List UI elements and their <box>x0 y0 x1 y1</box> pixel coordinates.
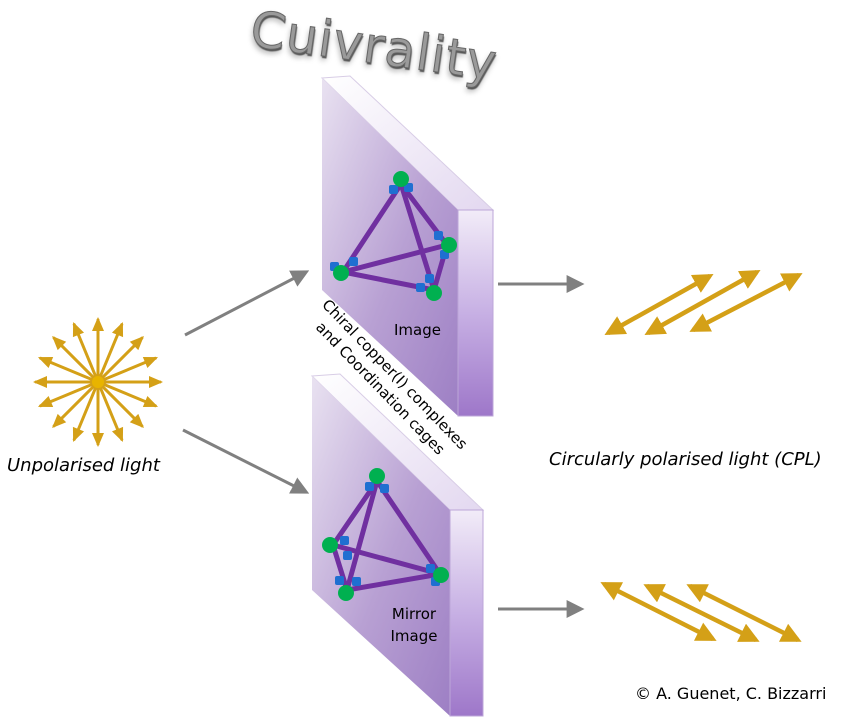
starburst-arrowhead <box>33 376 47 388</box>
starburst-center <box>92 376 104 388</box>
starburst-arrowhead <box>52 336 67 351</box>
mirror-label-line2: Image <box>390 627 438 645</box>
mirror-panel-side <box>449 509 484 717</box>
mirror-cage <box>322 468 449 601</box>
mirror-image-label: Mirror Image <box>386 603 442 647</box>
image-panel-face <box>322 78 458 416</box>
starburst-arrowhead <box>129 336 144 351</box>
starburst-arrowhead <box>37 356 54 369</box>
starburst-arrowhead <box>129 413 144 428</box>
cpl-label: Circularly polarised light (CPL) <box>549 449 822 470</box>
ligand-nodes <box>330 183 449 292</box>
starburst-arrowhead <box>111 321 124 338</box>
starburst-arrowhead <box>92 433 104 447</box>
image-cage <box>330 171 457 301</box>
starburst-arrowhead <box>72 321 85 338</box>
starburst-arrowhead <box>72 426 85 443</box>
mirror-panel-face <box>312 376 450 716</box>
copper-nodes <box>333 171 457 301</box>
starburst-arrowhead <box>92 317 104 331</box>
arrow-to-mirror <box>182 428 310 494</box>
unpolarised-light-label: Unpolarised light <box>7 455 160 476</box>
image-panel <box>320 75 495 417</box>
starburst-arrowhead <box>37 395 54 408</box>
mirror-image-panel <box>310 373 485 717</box>
starburst-arrows-icon <box>33 317 163 447</box>
starburst-arrowhead <box>149 376 163 388</box>
arrow-to-image <box>184 270 310 337</box>
image-label: Image <box>394 321 441 339</box>
credit-label: © A. Guenet, C. Bizzarri <box>635 684 827 703</box>
cpl-arrows-top <box>604 270 803 335</box>
starburst-arrowhead <box>142 395 159 408</box>
starburst-arrowhead <box>111 426 124 443</box>
image-panel-side <box>457 209 494 417</box>
mirror-label-line1: Mirror <box>391 605 437 623</box>
ligand-nodes-mirror <box>335 482 440 586</box>
starburst-arrowhead <box>142 356 159 369</box>
copper-nodes-mirror <box>322 468 449 601</box>
starburst-arrowhead <box>52 413 67 428</box>
grey-arrows <box>182 270 585 618</box>
cpl-arrows-bottom <box>600 581 802 643</box>
